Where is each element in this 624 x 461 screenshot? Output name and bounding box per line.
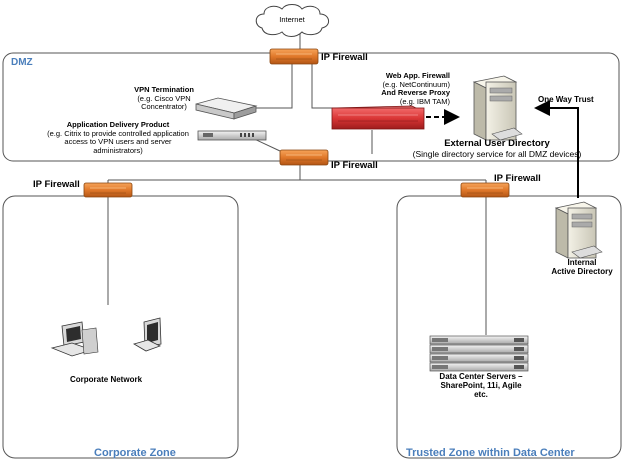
firewall-middle-label: IP Firewall bbox=[331, 160, 378, 171]
waf-title2: And Reverse Proxy bbox=[381, 88, 450, 98]
waf-line1: (e.g. NetContinuum) bbox=[382, 79, 450, 89]
dc-servers-line1: Data Center Servers – bbox=[439, 372, 523, 381]
external-directory-label: External User Directory (Single director… bbox=[394, 138, 600, 160]
firewall-trusted-label: IP Firewall bbox=[494, 173, 541, 184]
corporate-zone bbox=[2, 195, 239, 459]
internal-ad-line2: Active Directory bbox=[551, 267, 613, 277]
internet-cloud bbox=[255, 4, 329, 37]
waf-line2: (e.g. IBM TAM) bbox=[399, 96, 450, 106]
one-way-trust-arrow bbox=[534, 100, 579, 198]
one-way-trust-label: One Way Trust bbox=[538, 95, 594, 104]
internal-ad-server bbox=[554, 201, 603, 259]
monitor-icon bbox=[132, 317, 162, 352]
vpn-sub2: Concentrator) bbox=[141, 102, 187, 112]
vpn-sub1: (e.g. Cisco VPN bbox=[137, 93, 191, 103]
external-directory-title: External User Directory bbox=[444, 138, 550, 149]
adp-line1: (e.g. Citrix to provide controlled appli… bbox=[47, 128, 189, 138]
external-directory-server bbox=[472, 75, 523, 141]
internal-ad-line1: Internal bbox=[567, 258, 597, 267]
external-directory-sub: (Single directory service for all DMZ de… bbox=[412, 148, 582, 159]
waf-title: Web App. Firewall bbox=[385, 71, 450, 80]
firewall-trusted bbox=[460, 182, 510, 198]
firewall-middle bbox=[279, 149, 329, 166]
firewall-top-label: IP Firewall bbox=[321, 52, 368, 63]
trusted-zone-title: Trusted Zone within Data Center bbox=[406, 447, 575, 459]
internal-ad-label: Internal Active Directory bbox=[542, 258, 622, 276]
firewall-top bbox=[269, 48, 319, 65]
dc-servers-label: Data Center Servers – SharePoint, 11i, A… bbox=[428, 372, 534, 400]
connection-lines bbox=[107, 34, 487, 335]
corporate-network-label: Corporate Network bbox=[70, 375, 143, 384]
adp-title: Application Delivery Product bbox=[66, 120, 170, 129]
adp-line3: administrators) bbox=[93, 145, 143, 155]
waf-label: Web App. Firewall (e.g. NetContinuum) An… bbox=[358, 71, 450, 107]
workstation-icon bbox=[50, 321, 99, 357]
vpn-label: VPN Termination (e.g. Cisco VPN Concentr… bbox=[118, 85, 210, 112]
web-app-firewall-device bbox=[331, 105, 425, 130]
vpn-title: VPN Termination bbox=[134, 85, 194, 94]
internet-label: Internet bbox=[279, 15, 305, 24]
firewall-corporate-label: IP Firewall bbox=[33, 179, 80, 190]
dc-servers-line3: etc. bbox=[474, 390, 488, 400]
firewall-corporate bbox=[83, 182, 133, 198]
adp-line2: access to VPN users and server bbox=[64, 137, 172, 147]
vpn-concentrator bbox=[195, 97, 258, 120]
dc-servers-line2: SharePoint, 11i, Agile bbox=[440, 381, 522, 391]
dmz-zone-title: DMZ bbox=[11, 57, 33, 68]
data-center-rack bbox=[429, 335, 529, 372]
corporate-zone-title: Corporate Zone bbox=[94, 447, 176, 459]
app-delivery-appliance bbox=[197, 130, 267, 141]
adp-label: Application Delivery Product (e.g. Citri… bbox=[36, 120, 200, 156]
